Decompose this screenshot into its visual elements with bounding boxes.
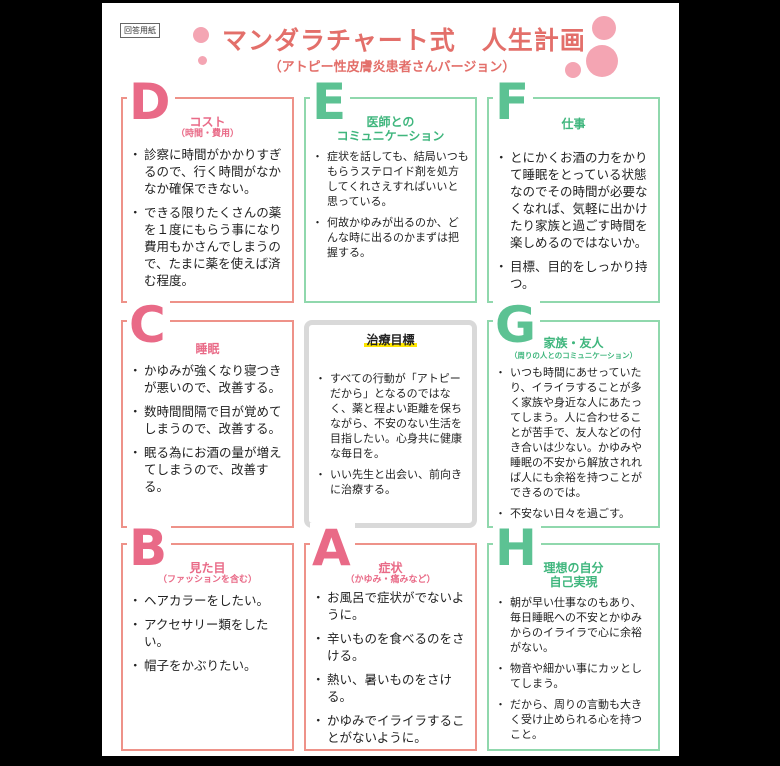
cell-letter: A	[310, 523, 355, 573]
list-item: 朝が早い仕事なのもあり、毎日睡眠への不安とかゆみからのイライラで心に余裕がない。	[495, 595, 652, 655]
cell-subtitle: （ファッションを含む）	[157, 575, 257, 585]
cell-items: かゆみが強くなり寝つきが悪いので、改善する。 数時間間隔で目が覚めてしまうので、…	[123, 362, 292, 495]
list-item: お風呂で症状がでないように。	[312, 589, 469, 623]
list-item: とにかくお酒の力をかりて睡眠をとっている状態なのでその時間が必要なくなれば、気軽…	[495, 149, 652, 251]
cell-letter: E	[310, 77, 351, 127]
list-item: アクセサリー類をしたい。	[129, 616, 286, 650]
cell-items: 朝が早い仕事なのもあり、毎日睡眠への不安とかゆみからのイライラで心に余裕がない。…	[489, 595, 658, 742]
list-item: できる限りたくさんの薬を１度にもらう事になり費用もかさんでしまうので、たまに薬を…	[129, 204, 286, 289]
cell-subtitle: コミュニケーション	[336, 129, 445, 143]
cell-letter: D	[127, 77, 175, 127]
list-item: すべての行動が「アトピーだから」となるのではなく、薬と程よい距離を保ちながら、不…	[315, 371, 466, 461]
cell-items: ヘアカラーをしたい。 アクセサリー類をしたい。 帽子をかぶりたい。	[123, 592, 292, 674]
cell-letter: G	[493, 300, 541, 350]
list-item: 眠る為にお酒の量が増えてしまうので、改善する。	[129, 444, 286, 495]
cell-letter: B	[127, 523, 172, 573]
cell-title: 治療目標	[364, 333, 417, 347]
cell-heading: 見た目 （ファッションを含む）	[123, 561, 292, 586]
cell-subtitle: （かゆみ・痛みなど）	[345, 575, 436, 585]
cell-items: とにかくお酒の力をかりて睡眠をとっている状態なのでその時間が必要なくなれば、気軽…	[489, 149, 658, 292]
cell-h-ideal-self: H 理想の自分 自己実現 朝が早い仕事なのもあり、毎日睡眠への不安とかゆみからの…	[487, 523, 660, 751]
cell-items: いつも時間にあせっていたり、イライラすることが多く家族や身近な人にあたってしまう…	[489, 365, 658, 521]
cell-title: 家族・友人	[543, 336, 604, 350]
cell-heading: 仕事	[489, 117, 658, 131]
cell-b-appearance: B 見た目 （ファッションを含む） ヘアカラーをしたい。 アクセサリー類をしたい…	[121, 523, 294, 751]
cell-heading: 家族・友人 （周りの人とのコミュニケーション）	[489, 336, 658, 361]
cell-a-symptoms: A 症状 （かゆみ・痛みなど） お風呂で症状がでないように。 辛いものを食べるの…	[304, 523, 477, 751]
cell-heading: 医師との コミュニケーション	[306, 115, 475, 143]
cell-subtitle: （時間・費用）	[175, 129, 239, 139]
cell-heading: 治療目標	[309, 333, 472, 347]
list-item: 何故かゆみが出るのか、どんな時に出るのかまずは把握する。	[312, 215, 469, 260]
list-item: 熱い、暑いものをさける。	[312, 671, 469, 705]
cell-title: 医師との	[366, 115, 415, 129]
cell-title: 仕事	[561, 117, 586, 131]
list-item: 物音や細かい事にカッとしてしまう。	[495, 661, 652, 691]
page-title: マンダラチャート式 人生計画	[222, 26, 586, 55]
cell-items: お風呂で症状がでないように。 辛いものを食べるのをさける。 熱い、暑いものをさけ…	[306, 589, 475, 746]
list-item: かゆみが強くなり寝つきが悪いので、改善する。	[129, 362, 286, 396]
cell-title: コスト	[189, 115, 226, 129]
cell-f-work: F 仕事 とにかくお酒の力をかりて睡眠をとっている状態なのでその時間が必要なくな…	[487, 77, 660, 303]
list-item: いつも時間にあせっていたり、イライラすることが多く家族や身近な人にあたってしまう…	[495, 365, 652, 500]
cell-letter: C	[127, 300, 170, 350]
list-item: かゆみでイライラすることがないように。	[312, 712, 469, 746]
cell-c-sleep: C 睡眠 かゆみが強くなり寝つきが悪いので、改善する。 数時間間隔で目が覚めてし…	[121, 300, 294, 528]
cell-heading: コスト （時間・費用）	[123, 115, 292, 140]
cell-center-treatment-goal: 治療目標 すべての行動が「アトピーだから」となるのではなく、薬と程よい距離を保ち…	[304, 320, 477, 528]
list-item: 不安ない日々を過ごす。	[495, 506, 652, 521]
list-item: 数時間間隔で目が覚めてしまうので、改善する。	[129, 403, 286, 437]
page-subtitle: （アトピー性皮膚炎患者さんバージョン）	[268, 60, 516, 75]
cell-e-doctor-communication: E 医師との コミュニケーション 症状を話しても、結局いつももらうステロイド剤を…	[304, 77, 477, 303]
list-item: いい先生と出会い、前向きに治療する。	[315, 467, 466, 497]
decorative-dot	[198, 56, 207, 65]
cell-heading: 症状 （かゆみ・痛みなど）	[306, 561, 475, 586]
cell-items: すべての行動が「アトピーだから」となるのではなく、薬と程よい距離を保ちながら、不…	[309, 371, 472, 497]
answer-sheet: 回答用紙 マンダラチャート式 人生計画 （アトピー性皮膚炎患者さんバージョン） …	[102, 3, 679, 756]
list-item: ヘアカラーをしたい。	[129, 592, 286, 609]
cell-title: 理想の自分	[543, 561, 604, 575]
cell-title: 睡眠	[195, 342, 220, 356]
cell-heading: 理想の自分 自己実現	[489, 561, 658, 589]
decorative-dot	[592, 16, 616, 40]
list-item: 症状を話しても、結局いつももらうステロイド剤を処方してくれさえすればいいと思って…	[312, 149, 469, 209]
cell-heading: 睡眠	[123, 342, 292, 356]
cell-items: 診察に時間がかかりすぎるので、行く時間がなかなか確保できない。 できる限りたくさ…	[123, 146, 292, 289]
cell-title: 症状	[378, 561, 403, 575]
list-item: 帽子をかぶりたい。	[129, 657, 286, 674]
decorative-dot	[586, 45, 618, 77]
answer-sheet-label: 回答用紙	[120, 23, 160, 38]
cell-title: 見た目	[189, 561, 226, 575]
decorative-dot	[565, 62, 581, 78]
list-item: 辛いものを食べるのをさける。	[312, 630, 469, 664]
cell-subtitle: 自己実現	[549, 575, 598, 589]
list-item: 診察に時間がかかりすぎるので、行く時間がなかなか確保できない。	[129, 146, 286, 197]
decorative-dot	[193, 27, 209, 43]
list-item: 目標、目的をしっかり持つ。	[495, 258, 652, 292]
cell-g-family-friends: G 家族・友人 （周りの人とのコミュニケーション） いつも時間にあせっていたり、…	[487, 300, 660, 528]
cell-d-cost: D コスト （時間・費用） 診察に時間がかかりすぎるので、行く時間がなかなか確保…	[121, 77, 294, 303]
cell-letter: H	[493, 523, 541, 573]
cell-subtitle: （周りの人とのコミュニケーション）	[509, 351, 638, 360]
list-item: だから、周りの言動も大きく受け止められる心を持つこと。	[495, 697, 652, 742]
cell-letter: F	[493, 77, 534, 127]
cell-items: 症状を話しても、結局いつももらうステロイド剤を処方してくれさえすればいいと思って…	[306, 149, 475, 260]
